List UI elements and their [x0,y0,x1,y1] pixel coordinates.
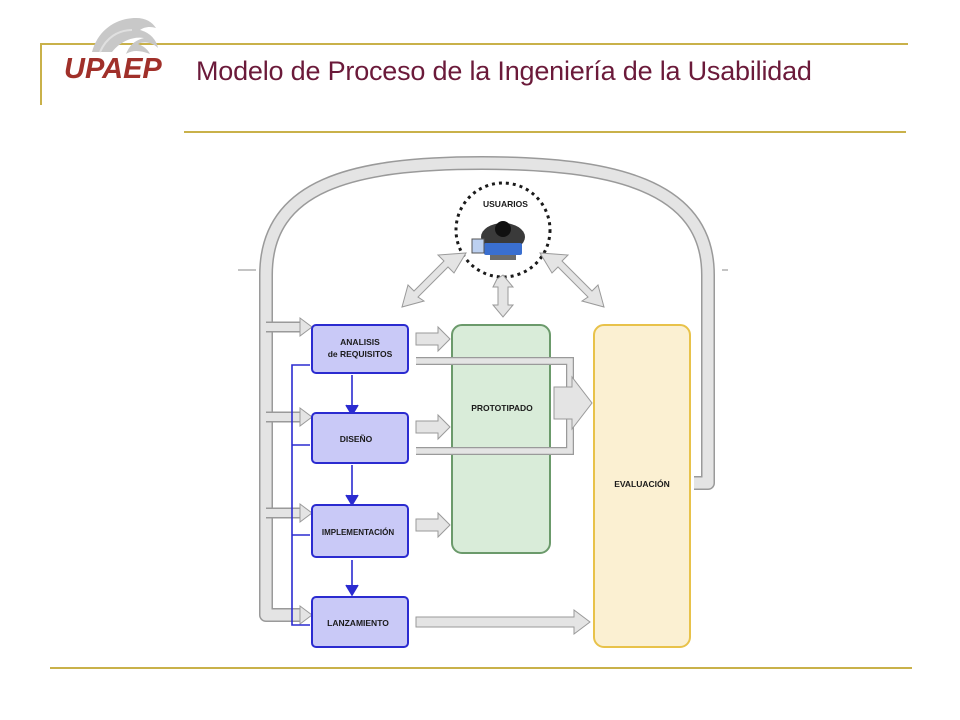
users-label: USUARIOS [483,199,528,209]
upaep-logo: UPAEP [40,8,180,108]
iteration-lines [291,364,359,626]
usability-process-diagram: USUARIOS ANALISIS de REQUISITOS DISEÑO I… [232,155,732,660]
stage-design: DISEÑO [311,412,409,464]
stage-design-label: DISEÑO [340,434,373,444]
evaluation-box: EVALUACIÓN [593,324,691,648]
stage-launch: LANZAMIENTO [311,596,409,648]
users-node: USUARIOS [454,181,552,279]
header-bottom-rule [184,131,906,133]
user-at-computer-icon [471,221,525,260]
prototype-box: PROTOTIPADO [451,324,551,554]
page-title: Modelo de Proceso de la Ingeniería de la… [196,56,812,86]
footer-rule [50,667,912,669]
launch-to-evaluation-arrow [415,609,591,635]
stage-analysis-line2: de REQUISITOS [328,349,393,359]
stage-analysis: ANALISIS de REQUISITOS [311,324,409,374]
logo-text: UPAEP [64,53,162,85]
eagle-logo-icon: UPAEP [64,18,162,85]
header-left-rule [40,43,42,105]
stage-implementation-label: IMPLEMENTACIÓN [322,528,395,537]
feedback-loop-arrow [259,156,715,625]
stage-analysis-line1: ANALISIS [340,337,380,347]
stage-launch-label: LANZAMIENTO [327,618,389,628]
prototype-to-evaluation-arrow [416,357,593,455]
stage-to-prototype-arrows [415,325,451,539]
header-top-rule [40,43,908,45]
prototype-label: PROTOTIPADO [471,403,533,413]
evaluation-label: EVALUACIÓN [614,478,670,489]
stage-implementation: IMPLEMENTACIÓN [311,504,409,558]
users-arrows [401,252,605,318]
